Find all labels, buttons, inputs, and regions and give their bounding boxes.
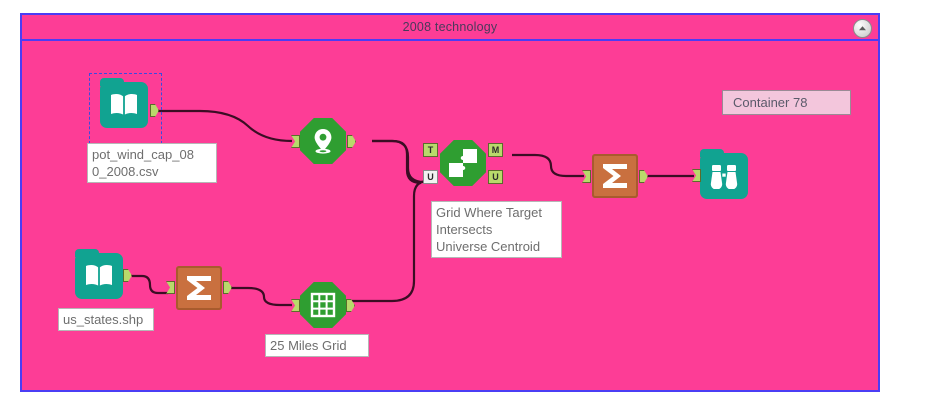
binoculars-icon <box>700 149 748 199</box>
node-create-points[interactable] <box>291 118 356 164</box>
node-label-pot-wind: pot_wind_cap_08 0_2008.csv <box>87 143 217 183</box>
puzzle-icon <box>440 140 486 186</box>
node-spatial-match[interactable]: T U M U <box>423 140 503 186</box>
container-label: Container 78 <box>722 90 851 115</box>
node-browse[interactable] <box>692 149 748 199</box>
node-input-data-us-states[interactable] <box>75 249 132 299</box>
node-summarize-top[interactable] <box>582 154 648 198</box>
grid-icon <box>300 282 346 328</box>
port-output-u[interactable]: U <box>488 170 503 184</box>
node-make-grid[interactable] <box>291 282 355 328</box>
output-anchor[interactable] <box>123 269 132 282</box>
book-icon <box>75 249 123 299</box>
output-anchor[interactable] <box>639 170 648 183</box>
book-icon <box>100 78 148 128</box>
output-anchor[interactable] <box>150 104 159 117</box>
node-summarize-bottom[interactable] <box>166 266 232 310</box>
port-output-m[interactable]: M <box>488 143 503 157</box>
container-title-text: 2008 technology <box>402 20 498 34</box>
output-anchor[interactable] <box>347 135 356 148</box>
node-label-us-states: us_states.shp <box>58 308 154 331</box>
output-anchor[interactable] <box>346 299 355 312</box>
node-label-spatial-match: Grid Where Target Intersects Universe Ce… <box>431 201 562 258</box>
container-title-bar: 2008 technology <box>22 15 878 41</box>
port-input-t[interactable]: T <box>423 143 438 157</box>
sigma-icon <box>176 266 222 310</box>
node-label-make-grid: 25 Miles Grid <box>265 334 369 357</box>
node-input-data-pot-wind[interactable] <box>100 78 159 128</box>
port-input-u[interactable]: U <box>423 170 438 184</box>
output-anchor[interactable] <box>223 281 232 294</box>
sigma-icon <box>592 154 638 198</box>
map-pin-icon <box>300 118 346 164</box>
chevron-up-icon[interactable] <box>853 19 872 38</box>
